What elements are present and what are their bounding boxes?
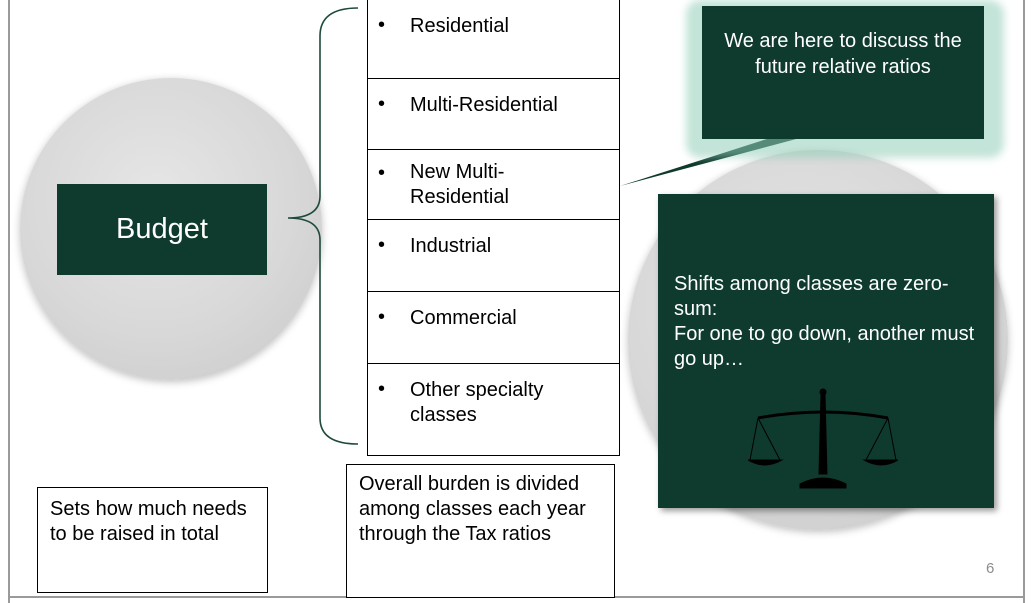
bullet: • xyxy=(378,234,386,256)
class-label: Commercial xyxy=(410,307,517,329)
budget-box: Budget xyxy=(57,184,267,275)
ratio-note: Overall burden is divided among classes … xyxy=(346,464,615,598)
bullet: • xyxy=(378,378,386,400)
balance-scale-icon xyxy=(748,388,898,489)
class-label: Other specialty classes xyxy=(410,379,544,426)
zero-sum-text: Shifts among classes are zero-sum: For o… xyxy=(674,272,984,372)
bullet: • xyxy=(378,306,386,328)
list-item: • Commercial xyxy=(368,291,619,363)
zero-sum-line: Shifts among classes are zero-sum: xyxy=(674,273,949,320)
curly-brace xyxy=(287,7,359,445)
page-number: 6 xyxy=(986,560,995,577)
budget-note-text: Sets how much needs to be raised in tota… xyxy=(50,498,247,545)
callout-box: We are here to discuss the future relati… xyxy=(702,6,984,139)
list-item: • Multi-Residential xyxy=(368,78,619,149)
list-item: • New Multi-Residential xyxy=(368,149,619,219)
class-label: New Multi-Residential xyxy=(410,161,509,208)
list-item: • Residential xyxy=(368,0,619,78)
budget-note: Sets how much needs to be raised in tota… xyxy=(37,487,268,593)
budget-label: Budget xyxy=(116,213,208,245)
callout-text: We are here to discuss the future relati… xyxy=(724,30,962,78)
slide-border-left xyxy=(8,0,10,603)
ratio-note-text: Overall burden is divided among classes … xyxy=(359,473,586,545)
bullet: • xyxy=(378,14,386,36)
class-label: Industrial xyxy=(410,235,492,257)
slide-border-right xyxy=(1023,0,1025,603)
class-label: Multi-Residential xyxy=(410,94,558,116)
bullet: • xyxy=(378,162,386,184)
bullet: • xyxy=(378,93,386,115)
zero-sum-line: For one to go down, another must go up… xyxy=(674,323,975,370)
class-label: Residential xyxy=(410,15,509,37)
list-item: • Other specialty classes xyxy=(368,363,619,455)
list-item: • Industrial xyxy=(368,219,619,291)
tax-class-list: • Residential • Multi-Residential • New … xyxy=(367,0,620,456)
